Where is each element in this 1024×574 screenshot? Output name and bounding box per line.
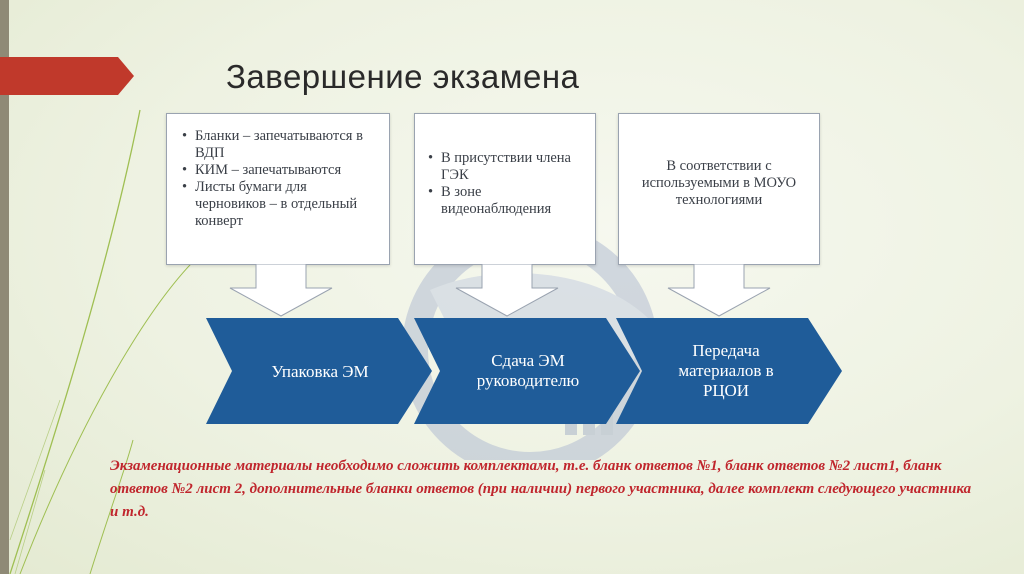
info-item: КИМ – запечатываются — [182, 162, 381, 179]
down-arrow-icon — [455, 264, 559, 317]
step-label-transfer: Передача материалов в РЦОИ — [678, 341, 774, 400]
process-step-chevron — [616, 318, 842, 424]
info-box-handover: В присутствии члена ГЭК В зоне видеонабл… — [414, 113, 596, 265]
decorative-lines — [9, 109, 200, 574]
process-step-chevron — [414, 318, 640, 424]
info-item: В зоне видеонаблюдения — [428, 184, 587, 218]
info-box-transfer: В соответствии с используемыми в МОУО те… — [618, 113, 820, 265]
info-box-packing: Бланки – запечатываются в ВДП КИМ – запе… — [166, 113, 390, 265]
slide-title: Завершение экзамена — [226, 58, 580, 95]
down-arrow-icon — [667, 264, 771, 317]
info-item: Листы бумаги для черновиков – в отдельны… — [182, 179, 381, 230]
info-item: Бланки – запечатываются в ВДП — [182, 128, 381, 162]
process-step-chevron — [206, 318, 432, 424]
info-text: В соответствии с используемыми в МОУО те… — [641, 158, 797, 208]
down-arrow-icon — [229, 264, 333, 317]
title-ribbon — [0, 57, 134, 95]
step-label-handover: Сдача ЭМ руководителю — [476, 351, 580, 390]
info-item: В присутствии члена ГЭК — [428, 150, 587, 184]
left-decor-bar — [0, 0, 9, 574]
step-label-packing: Упаковка ЭМ — [271, 362, 369, 381]
instruction-note: Экзаменационные материалы необходимо сло… — [110, 458, 972, 520]
